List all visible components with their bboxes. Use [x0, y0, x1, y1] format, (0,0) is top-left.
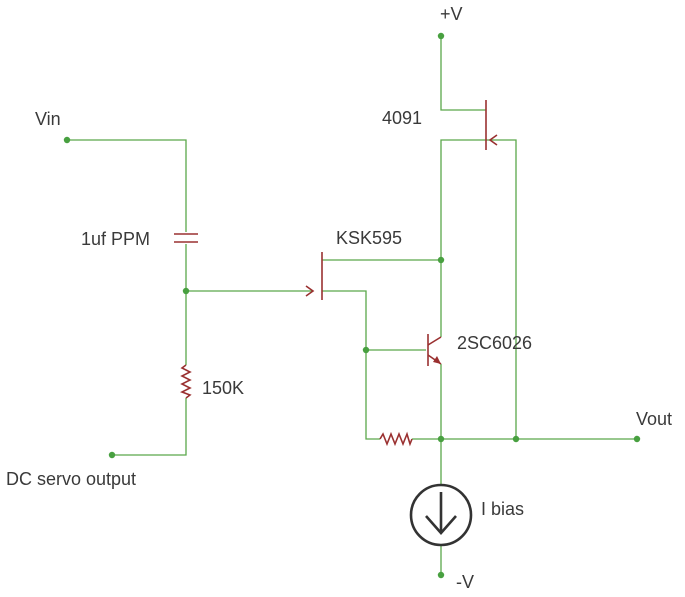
- node-vplus: [437, 32, 445, 40]
- label-jfet-ksk595: KSK595: [336, 228, 403, 248]
- label-current-source: I bias: [481, 499, 525, 519]
- label-vin: Vin: [35, 109, 61, 129]
- resistor-emitter-symbol: [379, 431, 413, 447]
- jfet-4091-symbol: [485, 100, 498, 150]
- wire-4091-source: [440, 139, 486, 337]
- nodes: [63, 32, 641, 579]
- label-vplus: +V: [440, 4, 463, 24]
- label-vout: Vout: [636, 409, 673, 429]
- current-source-symbol: [409, 483, 473, 547]
- label-bjt: 2SC6026: [457, 333, 533, 353]
- node-vin: [63, 136, 71, 144]
- node-input: [182, 287, 190, 295]
- node-base: [362, 346, 370, 354]
- node-vout: [633, 435, 641, 443]
- node-output-left: [437, 435, 445, 443]
- node-vminus: [437, 571, 445, 579]
- wire-4091-gate: [486, 139, 517, 439]
- node-output-right: [512, 435, 520, 443]
- wire-ksk595-source: [322, 290, 380, 440]
- label-jfet-4091: 4091: [382, 108, 423, 128]
- wire-vplus: [440, 36, 486, 111]
- wire-resistor-to-servo: [112, 398, 187, 456]
- bjt-2sc6026-symbol: [427, 334, 442, 366]
- jfet-ksk595-symbol: [305, 252, 323, 300]
- node-collector: [437, 256, 445, 264]
- node-dc-servo: [108, 451, 116, 459]
- label-dc-servo: DC servo output: [6, 469, 137, 489]
- wire-vin: [67, 139, 187, 232]
- wires: [67, 36, 637, 575]
- label-resistor: 150K: [202, 378, 245, 398]
- capacitor-symbol: [174, 233, 198, 243]
- resistor-150k-symbol: [180, 364, 192, 399]
- label-vminus: -V: [456, 572, 474, 592]
- label-capacitor: 1uf PPM: [81, 229, 151, 249]
